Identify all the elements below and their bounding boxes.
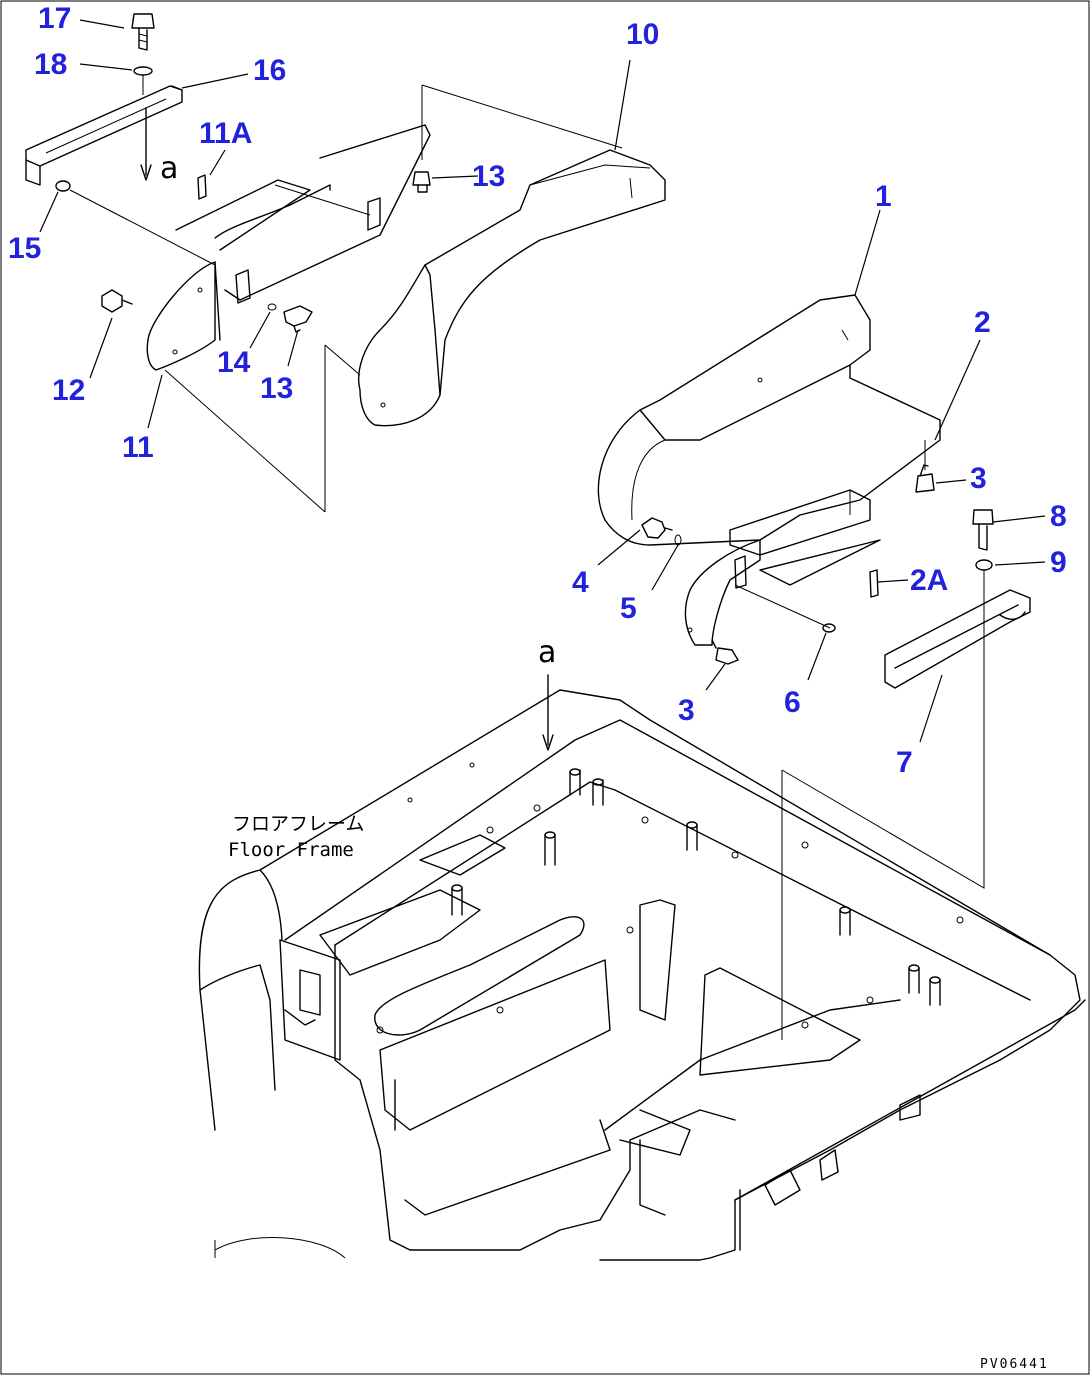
floor-frame [198,674,1086,1261]
callout-16: 16 [253,54,286,87]
frame-holes [376,762,964,1034]
callout-11a: 11A [199,117,252,150]
cover-11-part [146,261,221,371]
bolt-3-lower-part [711,639,739,665]
callout-15: 15 [8,232,41,265]
callout-13-lower: 13 [260,372,293,405]
callout-3-upper: 3 [970,462,987,495]
floor-mat-left-part [175,124,431,304]
washer-6-part [822,623,836,633]
callout-6: 6 [784,686,801,719]
clip-13-lower-part [283,305,313,333]
callout-7: 7 [896,746,913,779]
floor-frame-label-jp: フロアフレーム [232,813,364,835]
washer-9-part [975,559,993,571]
bolt-12-part [101,289,133,313]
callout-1: 1 [875,180,892,213]
view-marker-a-frame: a [538,635,556,670]
leader-lines [39,19,1046,743]
decal-11a-part [197,174,207,200]
cover-1-part [597,294,941,546]
document-code: PV06441 [980,1357,1049,1372]
right-cover-assembly [597,294,1031,889]
left-cover-assembly [25,13,666,513]
callout-10: 10 [626,18,659,51]
cover-2-part [684,489,881,646]
bracket-7-part [884,589,1031,689]
callout-9: 9 [1050,546,1067,579]
callout-2a: 2A [910,564,948,597]
callout-4: 4 [572,566,589,599]
callout-13-upper: 13 [472,160,505,193]
floor-frame-label-en: Floor Frame [228,839,354,861]
bolt-3-upper-part [915,464,935,493]
cover-10-part [358,149,666,427]
callout-12: 12 [52,374,85,407]
callout-17: 17 [38,2,71,35]
callout-8: 8 [1050,500,1067,533]
bracket-16-part [25,85,183,186]
bolt-8-part [972,509,994,551]
knob-4-part [641,517,673,539]
callout-5: 5 [620,592,637,625]
bolt-17-part [131,13,155,51]
callout-14: 14 [217,346,251,379]
callout-2: 2 [974,306,991,339]
callout-11: 11 [122,431,154,464]
view-marker-a-left: a [160,151,178,186]
nut-15-part [55,180,71,192]
callout-labels: 17 18 16 11A 10 13 15 12 11 14 13 1 2 3 … [8,2,1067,779]
frame-bosses [451,768,941,1006]
clip-13-upper-part [412,171,431,193]
decal-2a-part [869,569,879,598]
callout-18: 18 [34,48,67,81]
callout-3-lower: 3 [678,694,695,727]
washer-18-part [133,66,153,76]
washer-14-part [267,303,277,311]
